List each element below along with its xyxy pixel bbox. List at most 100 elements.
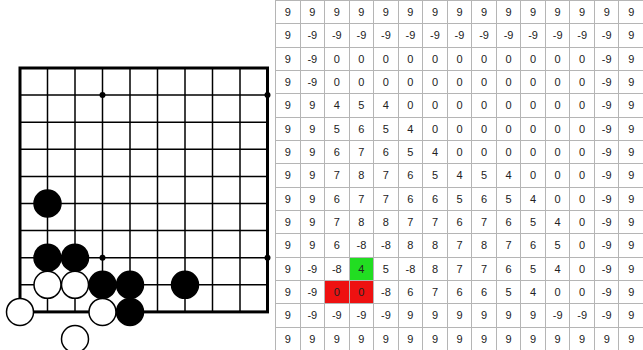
cell-value: 0: [432, 123, 438, 135]
cell-value: 7: [383, 193, 389, 205]
grid-cell: 9: [324, 0, 350, 24]
cell-value: 9: [334, 6, 340, 18]
grid-cell: -9: [545, 303, 571, 327]
cell-value: -9: [553, 309, 563, 321]
grid-cell: 0: [471, 47, 497, 71]
grid-cell: 7: [447, 257, 473, 281]
cell-value: 0: [456, 99, 462, 111]
white-stone: [7, 298, 34, 325]
grid-cell: 0: [496, 140, 522, 164]
grid-cell: 0: [520, 47, 546, 71]
grid-cell: 0: [569, 140, 595, 164]
cell-value: -9: [504, 29, 514, 41]
cell-value: 7: [334, 169, 340, 181]
cell-value: 9: [407, 309, 413, 321]
cell-value: 5: [358, 99, 364, 111]
grid-cell: 0: [349, 70, 375, 94]
grid-cell: 9: [300, 327, 326, 350]
grid-cell: 9: [569, 0, 595, 24]
grid-cell: 9: [618, 327, 643, 350]
grid-cell: 9: [447, 327, 473, 350]
grid-cell: 8: [398, 233, 424, 257]
grid-cell: 0: [569, 280, 595, 304]
grid-cell: 9: [545, 0, 571, 24]
grid-cell: 9: [618, 23, 643, 47]
cell-value: 9: [432, 6, 438, 18]
cell-value: 7: [506, 239, 512, 251]
grid-cell: 9: [471, 303, 497, 327]
grid-cell: -9: [594, 93, 620, 117]
cell-value: -9: [602, 239, 612, 251]
cell-value: 9: [285, 6, 291, 18]
grid-cell: 9: [275, 280, 301, 304]
cell-value: 0: [383, 76, 389, 88]
grid-cell: 9: [471, 327, 497, 350]
cell-value: 0: [530, 146, 536, 158]
cell-value: 0: [407, 99, 413, 111]
grid-cell: 6: [373, 140, 399, 164]
grid-cell: 0: [324, 70, 350, 94]
cell-value: 6: [407, 286, 413, 298]
grid-cell: 0: [324, 280, 350, 304]
cell-value: 9: [604, 333, 610, 345]
cell-value: 0: [579, 286, 585, 298]
grid-cell: -9: [569, 23, 595, 47]
grid-cell: -9: [300, 303, 326, 327]
grid-cell: 6: [349, 117, 375, 141]
grid-cell: 5: [520, 210, 546, 234]
cell-value: 7: [432, 286, 438, 298]
cell-value: -9: [381, 29, 391, 41]
grid-cell: -9: [447, 23, 473, 47]
cell-value: 6: [358, 123, 364, 135]
cell-value: 9: [285, 286, 291, 298]
grid-cell: 0: [422, 70, 448, 94]
cell-value: -8: [406, 263, 416, 275]
grid-cell: 4: [520, 280, 546, 304]
cell-value: 0: [383, 53, 389, 65]
grid-cell: 0: [447, 70, 473, 94]
grid-cell: 7: [324, 163, 350, 187]
grid-cell: 0: [496, 93, 522, 117]
cell-value: 9: [285, 76, 291, 88]
grid-cell: 0: [398, 70, 424, 94]
cell-value: -9: [307, 286, 317, 298]
black-stone: [117, 298, 144, 325]
cell-value: 6: [334, 146, 340, 158]
grid-cell: -9: [594, 163, 620, 187]
cell-value: 4: [407, 123, 413, 135]
cell-value: 0: [579, 263, 585, 275]
cell-value: -9: [307, 76, 317, 88]
grid-cell: 0: [545, 47, 571, 71]
cell-value: 9: [383, 6, 389, 18]
cell-value: 5: [334, 123, 340, 135]
cell-value: -9: [307, 309, 317, 321]
cell-value: 0: [456, 53, 462, 65]
grid-cell: 9: [275, 257, 301, 281]
cell-value: 8: [432, 263, 438, 275]
grid-cell: 9: [300, 187, 326, 211]
grid-cell: 9: [275, 140, 301, 164]
cell-value: 4: [432, 146, 438, 158]
grid-cell: 5: [545, 233, 571, 257]
grid-cell: 9: [275, 187, 301, 211]
cell-value: 0: [432, 53, 438, 65]
cell-value: 9: [285, 123, 291, 135]
cell-value: 0: [530, 99, 536, 111]
cell-value: 7: [456, 239, 462, 251]
grid-cell: -9: [373, 23, 399, 47]
grid-cell: 0: [545, 70, 571, 94]
cell-value: -9: [307, 29, 317, 41]
cell-value: 9: [506, 6, 512, 18]
cell-value: 7: [334, 216, 340, 228]
grid-cell: 0: [520, 163, 546, 187]
board-line: [212, 68, 214, 312]
cell-value: 0: [555, 99, 561, 111]
black-stone: [34, 190, 61, 217]
grid-cell: -9: [496, 23, 522, 47]
cell-value: 0: [481, 53, 487, 65]
grid-cell: 9: [398, 0, 424, 24]
grid-cell: 9: [594, 327, 620, 350]
cell-value: 9: [628, 286, 634, 298]
grid-cell: 0: [447, 93, 473, 117]
cell-value: -9: [602, 169, 612, 181]
